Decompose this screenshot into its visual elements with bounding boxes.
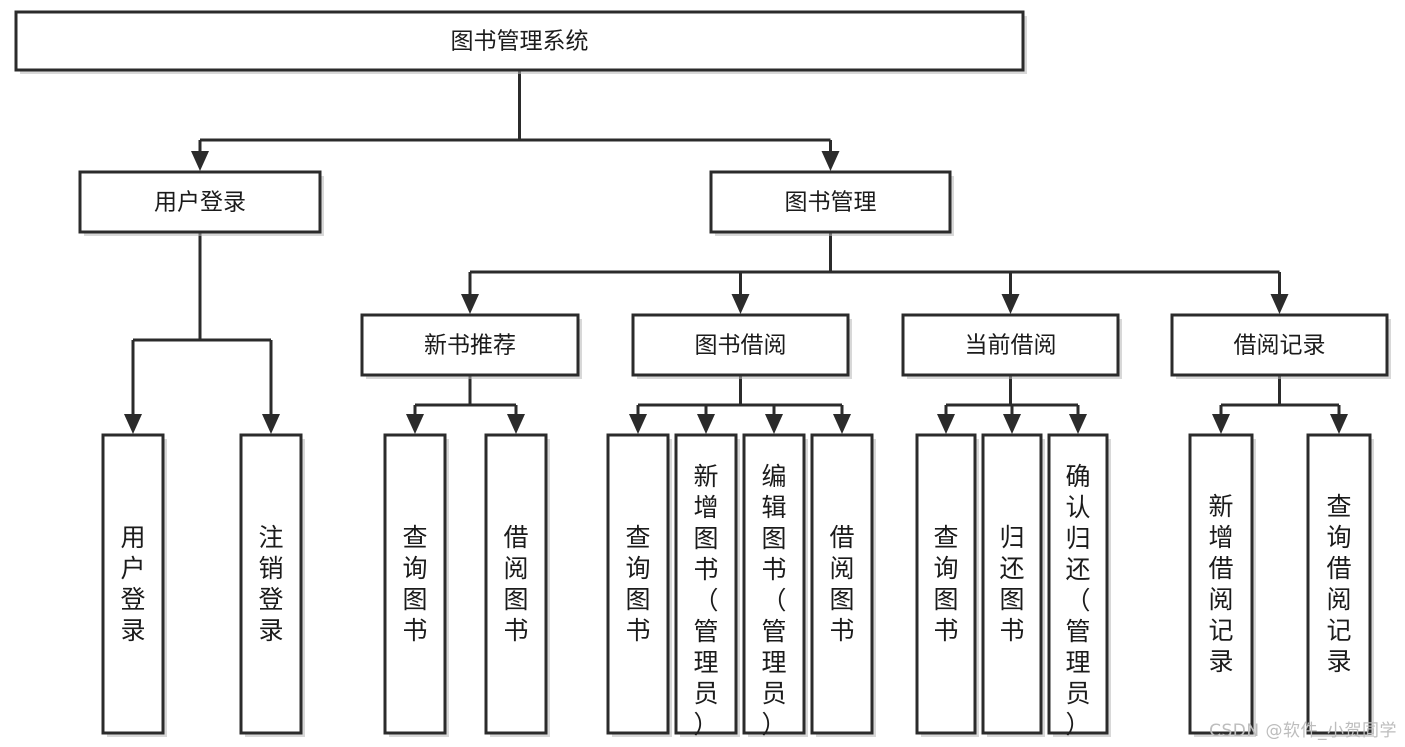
node-leaf-user-login[interactable]: 用户登录 [101, 433, 167, 737]
node-leaf-query-record[interactable]: 查询借阅记录 [1306, 433, 1374, 737]
node-label: 用户登录 [154, 190, 246, 216]
node-box[interactable] [101, 433, 165, 735]
node-book-manage[interactable]: 图书管理 [709, 170, 954, 236]
arrow-head [697, 414, 715, 434]
arrow-head [461, 294, 479, 314]
node-box[interactable] [14, 10, 1025, 72]
node-label: 查询图书 [625, 523, 650, 645]
node-leaf-edit-book[interactable]: 编辑图书（管理员） [742, 433, 808, 739]
node-box[interactable] [901, 313, 1120, 377]
edges-layer [124, 70, 1348, 434]
node-label: 借阅图书 [503, 523, 528, 645]
node-box[interactable] [239, 433, 303, 735]
node-box[interactable] [484, 433, 548, 735]
arrow-head [1212, 414, 1230, 434]
node-label: 借阅记录 [1234, 333, 1326, 359]
node-label: 新书推荐 [424, 333, 516, 359]
node-label: 用户登录 [120, 523, 145, 645]
arrow-head [507, 414, 525, 434]
node-borrow-record[interactable]: 借阅记录 [1170, 313, 1391, 379]
arrow-head [629, 414, 647, 434]
arrow-head [765, 414, 783, 434]
node-current-borrow[interactable]: 当前借阅 [901, 313, 1122, 379]
node-label: 归还图书 [999, 523, 1024, 645]
node-label: 新增借阅记录 [1208, 492, 1233, 676]
node-leaf-add-book[interactable]: 新增图书（管理员） [674, 433, 740, 739]
node-box[interactable] [915, 433, 977, 735]
node-leaf-query-book-3[interactable]: 查询图书 [915, 433, 979, 737]
node-label: 新增图书（管理员） [693, 462, 718, 739]
node-book-borrow[interactable]: 图书借阅 [631, 313, 852, 379]
arrow-head [1001, 294, 1020, 314]
node-box[interactable] [981, 433, 1043, 735]
node-leaf-add-record[interactable]: 新增借阅记录 [1188, 433, 1256, 737]
arrow-head [191, 151, 209, 171]
arrow-head [821, 151, 840, 171]
node-box[interactable] [631, 313, 850, 377]
node-leaf-borrow-book-2[interactable]: 借阅图书 [810, 433, 876, 737]
arrow-head [833, 414, 851, 434]
node-box[interactable] [1306, 433, 1372, 735]
node-label: 当前借阅 [965, 333, 1057, 359]
arrow-head [937, 414, 955, 434]
node-box[interactable] [606, 433, 670, 735]
node-leaf-user-logout[interactable]: 注销登录 [239, 433, 305, 737]
node-label: 注销登录 [258, 523, 283, 645]
node-box[interactable] [810, 433, 874, 735]
node-label: 查询图书 [933, 523, 958, 645]
node-box[interactable] [78, 170, 322, 234]
arrow-head [124, 414, 142, 434]
arrow-head [731, 294, 750, 314]
node-leaf-query-book-1[interactable]: 查询图书 [383, 433, 449, 737]
arrow-head [1270, 294, 1289, 314]
nodes-layer: 图书管理系统用户登录图书管理新书推荐图书借阅当前借阅借阅记录用户登录注销登录查询… [14, 10, 1391, 739]
node-leaf-borrow-book-1[interactable]: 借阅图书 [484, 433, 550, 737]
node-label: 图书管理系统 [451, 29, 589, 55]
node-box[interactable] [1170, 313, 1389, 377]
node-root[interactable]: 图书管理系统 [14, 10, 1027, 74]
node-label: 确认归还（管理员） [1065, 462, 1090, 739]
node-label: 图书管理 [785, 190, 877, 216]
node-label: 图书借阅 [695, 333, 787, 359]
node-leaf-confirm-return[interactable]: 确认归还（管理员） [1047, 433, 1111, 739]
node-new-book-rec[interactable]: 新书推荐 [360, 313, 582, 379]
arrow-head [1069, 414, 1087, 434]
node-leaf-return-book[interactable]: 归还图书 [981, 433, 1045, 737]
arrow-head [1003, 414, 1021, 434]
node-box[interactable] [1188, 433, 1254, 735]
node-box[interactable] [1047, 433, 1109, 735]
arrow-head [262, 414, 280, 434]
arrow-head [406, 414, 424, 434]
node-label: 查询借阅记录 [1326, 492, 1351, 676]
node-box[interactable] [674, 433, 738, 735]
csdn-watermark: CSDN @软件_小贺同学 [1209, 721, 1397, 741]
node-user-login[interactable]: 用户登录 [78, 170, 324, 236]
node-label: 编辑图书（管理员） [761, 462, 786, 739]
node-leaf-query-book-2[interactable]: 查询图书 [606, 433, 672, 737]
arrow-head [1330, 414, 1348, 434]
node-label: 查询图书 [402, 523, 427, 645]
node-box[interactable] [742, 433, 806, 735]
node-box[interactable] [709, 170, 952, 234]
node-label: 借阅图书 [829, 523, 854, 645]
node-box[interactable] [383, 433, 447, 735]
node-box[interactable] [360, 313, 580, 377]
